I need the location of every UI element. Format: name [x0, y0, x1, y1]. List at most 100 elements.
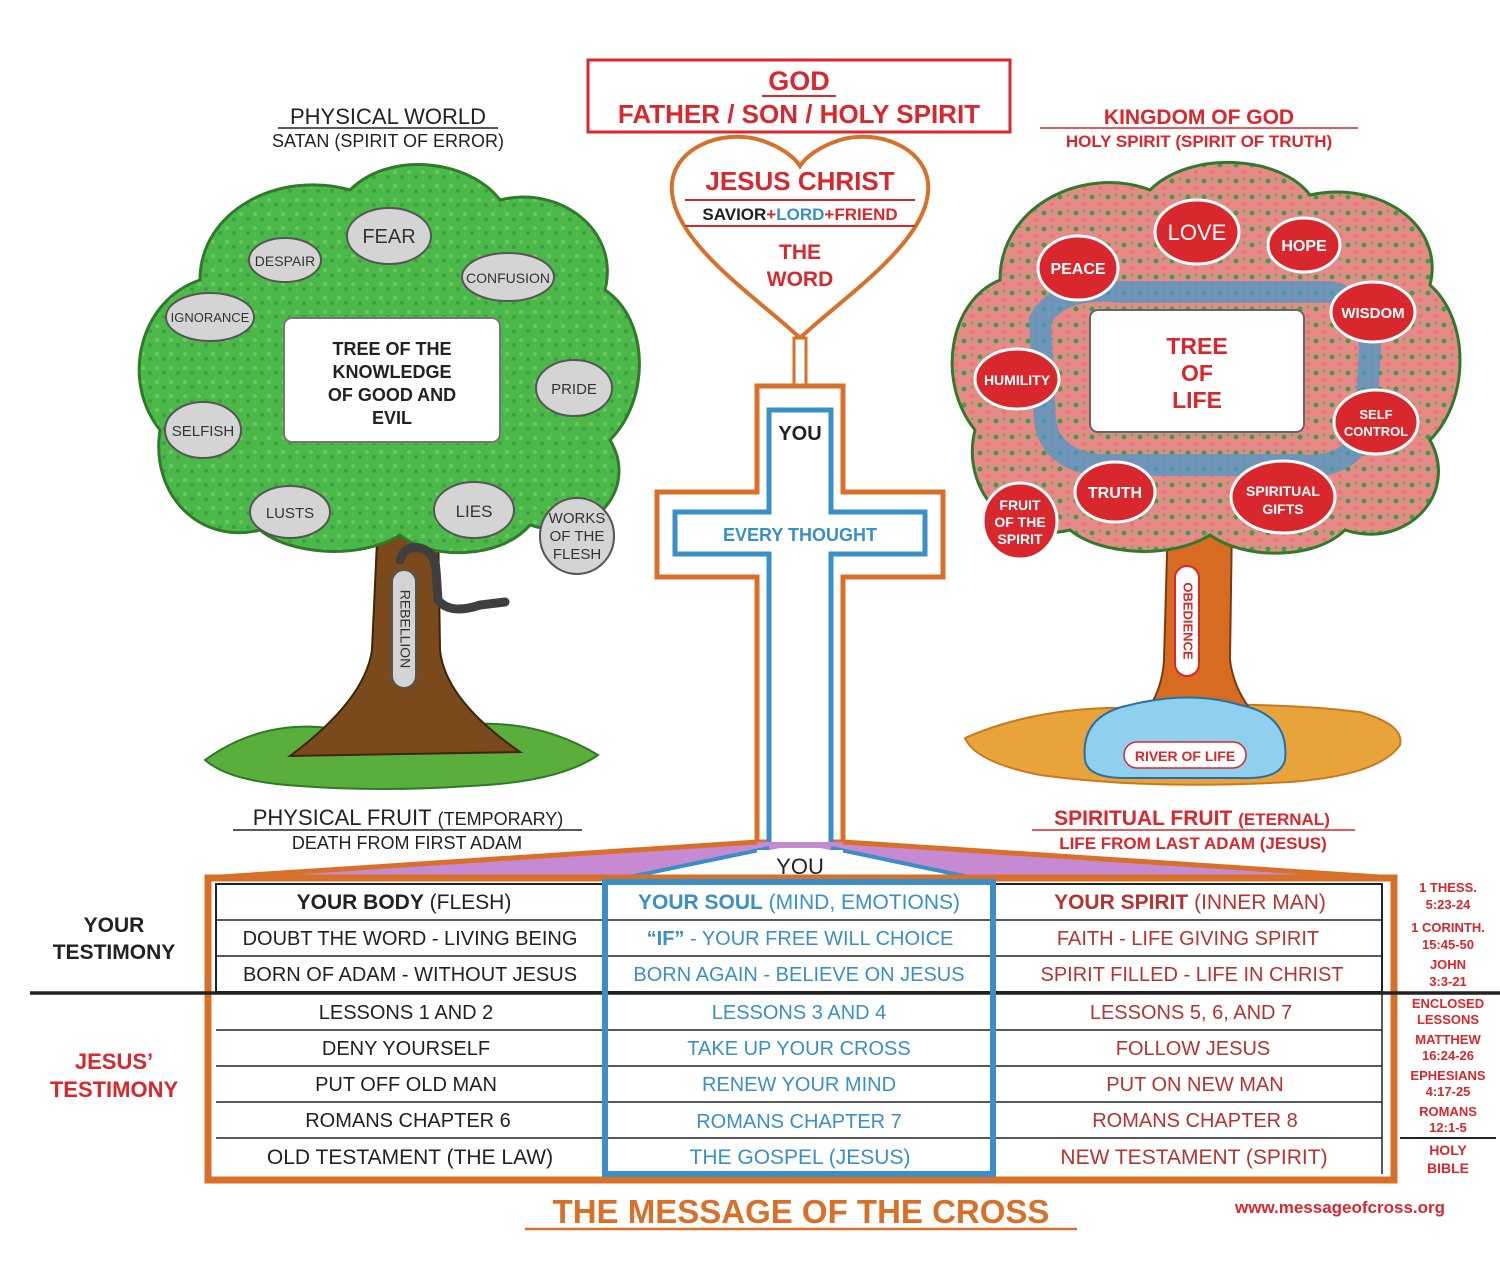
river-of-life-label: RIVER OF LIFE — [1135, 748, 1235, 764]
svg-text:SPIRIT: SPIRIT — [997, 531, 1043, 547]
death-first-adam: DEATH FROM FIRST ADAM — [292, 833, 522, 853]
svg-text:LESSONS: LESSONS — [1417, 1012, 1479, 1027]
row4-body: DENY YOURSELF — [322, 1038, 490, 1060]
svg-text:FEAR: FEAR — [362, 226, 415, 248]
jesus-christ-label: JESUS CHRIST — [705, 166, 894, 196]
your-testimony-line2: TESTIMONY — [53, 941, 176, 964]
bubble-love: LOVE — [1153, 198, 1241, 266]
svg-text:WISDOM: WISDOM — [1341, 305, 1404, 322]
row7-body: OLD TESTAMENT (THE LAW) — [267, 1146, 553, 1169]
svg-text:IGNORANCE: IGNORANCE — [171, 310, 250, 325]
bubble-works-of-the-flesh: WORKS OF THE FLESH — [539, 497, 615, 575]
svg-text:MATTHEW: MATTHEW — [1415, 1032, 1481, 1047]
savior-lord-friend: SAVIOR+LORD+FRIEND — [702, 205, 897, 224]
obedience-tag — [1174, 565, 1200, 677]
svg-text:ENCLOSED: ENCLOSED — [1412, 996, 1484, 1011]
row4-spirit: FOLLOW JESUS — [1116, 1038, 1270, 1060]
bubble-self-control: SELF CONTROL — [1332, 388, 1420, 456]
obedience-label: OBEDIENCE — [1181, 582, 1196, 660]
row3-spirit: LESSONS 5, 6, AND 7 — [1090, 1002, 1292, 1024]
svg-text:JOHN: JOHN — [1430, 957, 1466, 972]
svg-text:5:23-24: 5:23-24 — [1426, 897, 1472, 912]
references: 1 THESS. 5:23-24 1 CORINTH. 15:45-50 JOH… — [1400, 880, 1496, 1176]
row4-soul: TAKE UP YOUR CROSS — [687, 1038, 910, 1060]
svg-text:1 THESS.: 1 THESS. — [1419, 880, 1477, 895]
snake-icon — [395, 543, 510, 614]
left-tree-header: PHYSICAL WORLD SATAN (SPIRIT OF ERROR) — [272, 104, 504, 151]
right-fruit-caption: SPIRITUAL FRUIT(ETERNAL) LIFE FROM LAST … — [1032, 807, 1355, 853]
bubble-ignorance: IGNORANCE — [165, 292, 255, 342]
left-fruit-caption: PHYSICAL FRUIT(TEMPORARY) DEATH FROM FIR… — [233, 805, 582, 853]
footer-title: THE MESSAGE OF THE CROSS — [553, 1193, 1050, 1230]
svg-text:OF THE: OF THE — [994, 514, 1045, 530]
heart: JESUS CHRIST SAVIOR+LORD+FRIEND THE WORD — [669, 134, 931, 341]
the-word-line2: WORD — [767, 268, 834, 291]
left-tree: TREE OF THE KNOWLEDGE OF GOOD AND EVIL F… — [137, 163, 641, 790]
your-testimony-line1: YOUR — [84, 914, 145, 937]
god-box: GOD FATHER / SON / HOLY SPIRIT — [586, 58, 1012, 134]
cross: YOU EVERY THOUGHT — [654, 383, 946, 851]
row7-spirit: NEW TESTAMENT (SPIRIT) — [1060, 1146, 1327, 1169]
bubble-fruit-of-the-spirit: FRUIT OF THE SPIRIT — [981, 481, 1059, 561]
bubble-fear: FEAR — [346, 207, 432, 265]
svg-text:FLESH: FLESH — [553, 546, 601, 563]
row5-spirit: PUT ON NEW MAN — [1106, 1074, 1283, 1096]
life-last-adam: LIFE FROM LAST ADAM (JESUS) — [1059, 834, 1327, 853]
svg-text:CONTROL: CONTROL — [1344, 424, 1408, 439]
tree-knowledge-line4: EVIL — [372, 408, 412, 428]
svg-text:SPIRITUAL: SPIRITUAL — [1246, 483, 1320, 499]
the-word-line1: THE — [779, 241, 821, 264]
svg-text:1 CORINTH.: 1 CORINTH. — [1411, 920, 1485, 935]
tree-of-life-line2: OF — [1181, 360, 1213, 386]
tree-of-life-box — [1089, 309, 1305, 433]
tree-of-life-line1: TREE — [1166, 333, 1227, 359]
svg-text:GIFTS: GIFTS — [1262, 501, 1303, 517]
rebellion-label: REBELLION — [397, 590, 413, 669]
kingdom-of-god-title: KINGDOM OF GOD — [1104, 106, 1294, 129]
svg-text:PRIDE: PRIDE — [551, 381, 597, 398]
bubble-pride: PRIDE — [535, 359, 613, 417]
bubble-wisdom: WISDOM — [1329, 280, 1417, 344]
svg-text:HOLY: HOLY — [1429, 1142, 1467, 1158]
row2-soul: BORN AGAIN - BELIEVE ON JESUS — [633, 964, 964, 986]
svg-text:12:1-5: 12:1-5 — [1429, 1120, 1467, 1135]
row1-body: DOUBT THE WORD - LIVING BEING — [243, 928, 578, 950]
river-tag — [1123, 741, 1247, 769]
bubble-hope: HOPE — [1266, 216, 1342, 274]
you-cross-label: YOU — [778, 423, 821, 445]
header-soul: YOUR SOUL (MIND, EMOTIONS) — [638, 891, 960, 914]
row5-soul: RENEW YOUR MIND — [702, 1074, 896, 1096]
jesus-testimony-line1: JESUS’ — [75, 1049, 153, 1074]
row1-soul: “IF” - YOUR FREE WILL CHOICE — [647, 928, 954, 950]
testimony-table — [30, 874, 1500, 1184]
svg-text:BIBLE: BIBLE — [1427, 1160, 1469, 1176]
svg-text:LOVE: LOVE — [1168, 220, 1227, 245]
bubble-confusion: CONFUSION — [461, 252, 555, 302]
row3-body: LESSONS 1 AND 2 — [319, 1002, 494, 1024]
row3-soul: LESSONS 3 AND 4 — [712, 1002, 887, 1024]
heart-stem — [792, 336, 808, 388]
bubble-truth: TRUTH — [1073, 460, 1157, 524]
tree-of-knowledge-box — [283, 317, 501, 443]
holy-spirit-subtitle: HOLY SPIRIT (SPIRIT OF TRUTH) — [1066, 132, 1332, 151]
row6-soul: ROMANS CHAPTER 7 — [696, 1111, 902, 1133]
svg-text:4:17-25: 4:17-25 — [1426, 1084, 1471, 1099]
row7-soul: THE GOSPEL (JESUS) — [690, 1146, 911, 1169]
header-body: YOUR BODY (FLESH) — [297, 891, 512, 914]
bubble-humility: HUMILITY — [973, 347, 1061, 411]
jesus-testimony-line2: TESTIMONY — [50, 1077, 179, 1102]
bubble-lusts: LUSTS — [249, 485, 331, 539]
row2-spirit: SPIRIT FILLED - LIFE IN CHRIST — [1040, 964, 1343, 986]
bubble-despair: DESPAIR — [248, 237, 322, 283]
row5-body: PUT OFF OLD MAN — [315, 1074, 497, 1096]
right-tree-header: KINGDOM OF GOD HOLY SPIRIT (SPIRIT OF TR… — [1040, 106, 1358, 151]
svg-text:3:3-21: 3:3-21 — [1429, 974, 1467, 989]
footer-url[interactable]: www.messageofcross.org — [1234, 1198, 1445, 1217]
spiritual-fruit-title: SPIRITUAL FRUIT(ETERNAL) — [1054, 807, 1330, 830]
tree-knowledge-line2: KNOWLEDGE — [333, 362, 452, 382]
svg-text:TRUTH: TRUTH — [1088, 485, 1142, 502]
tree-knowledge-line3: OF GOOD AND — [328, 385, 456, 405]
svg-text:LIES: LIES — [456, 502, 493, 521]
physical-fruit-title: PHYSICAL FRUIT(TEMPORARY) — [253, 805, 564, 830]
rebellion-tag — [391, 569, 417, 689]
